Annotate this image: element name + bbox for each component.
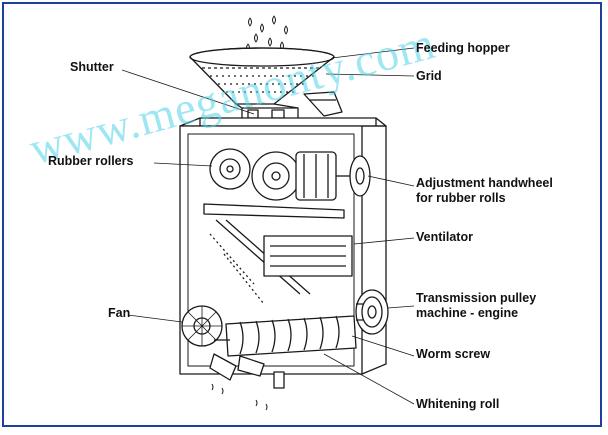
adjustment-handwheel <box>336 155 371 197</box>
label-adjustment-line1: Adjustment handwheel <box>416 176 553 190</box>
rubber-rollers <box>209 148 337 201</box>
transmission-pulley <box>355 289 389 335</box>
worm-screw <box>214 315 357 357</box>
label-adjustment-line2: for rubber rolls <box>416 191 506 205</box>
outlet-spouts <box>209 353 285 411</box>
leader-lines <box>121 47 415 405</box>
diagram-frame: www.meganonty.com Feeding hopper Grid Sh… <box>2 2 602 427</box>
shutter <box>235 103 299 121</box>
inner-chute <box>203 203 345 305</box>
label-transmission-line1: Transmission pulley <box>416 291 537 305</box>
label-fan: Fan <box>108 306 131 320</box>
fan <box>181 305 223 347</box>
label-worm-screw: Worm screw <box>416 347 491 361</box>
label-shutter: Shutter <box>70 60 114 74</box>
label-grid: Grid <box>416 69 442 83</box>
falling-grain <box>246 15 288 53</box>
feeding-hopper <box>189 47 335 105</box>
label-whitening-roll: Whitening roll <box>416 397 500 411</box>
rice-mill-drawing <box>121 15 415 411</box>
label-feeding-hopper: Feeding hopper <box>416 41 510 55</box>
label-ventilator: Ventilator <box>416 230 473 244</box>
label-transmission-line2: machine - engine <box>416 306 519 320</box>
ventilator <box>263 235 353 277</box>
label-rubber-rollers: Rubber rollers <box>48 154 134 168</box>
